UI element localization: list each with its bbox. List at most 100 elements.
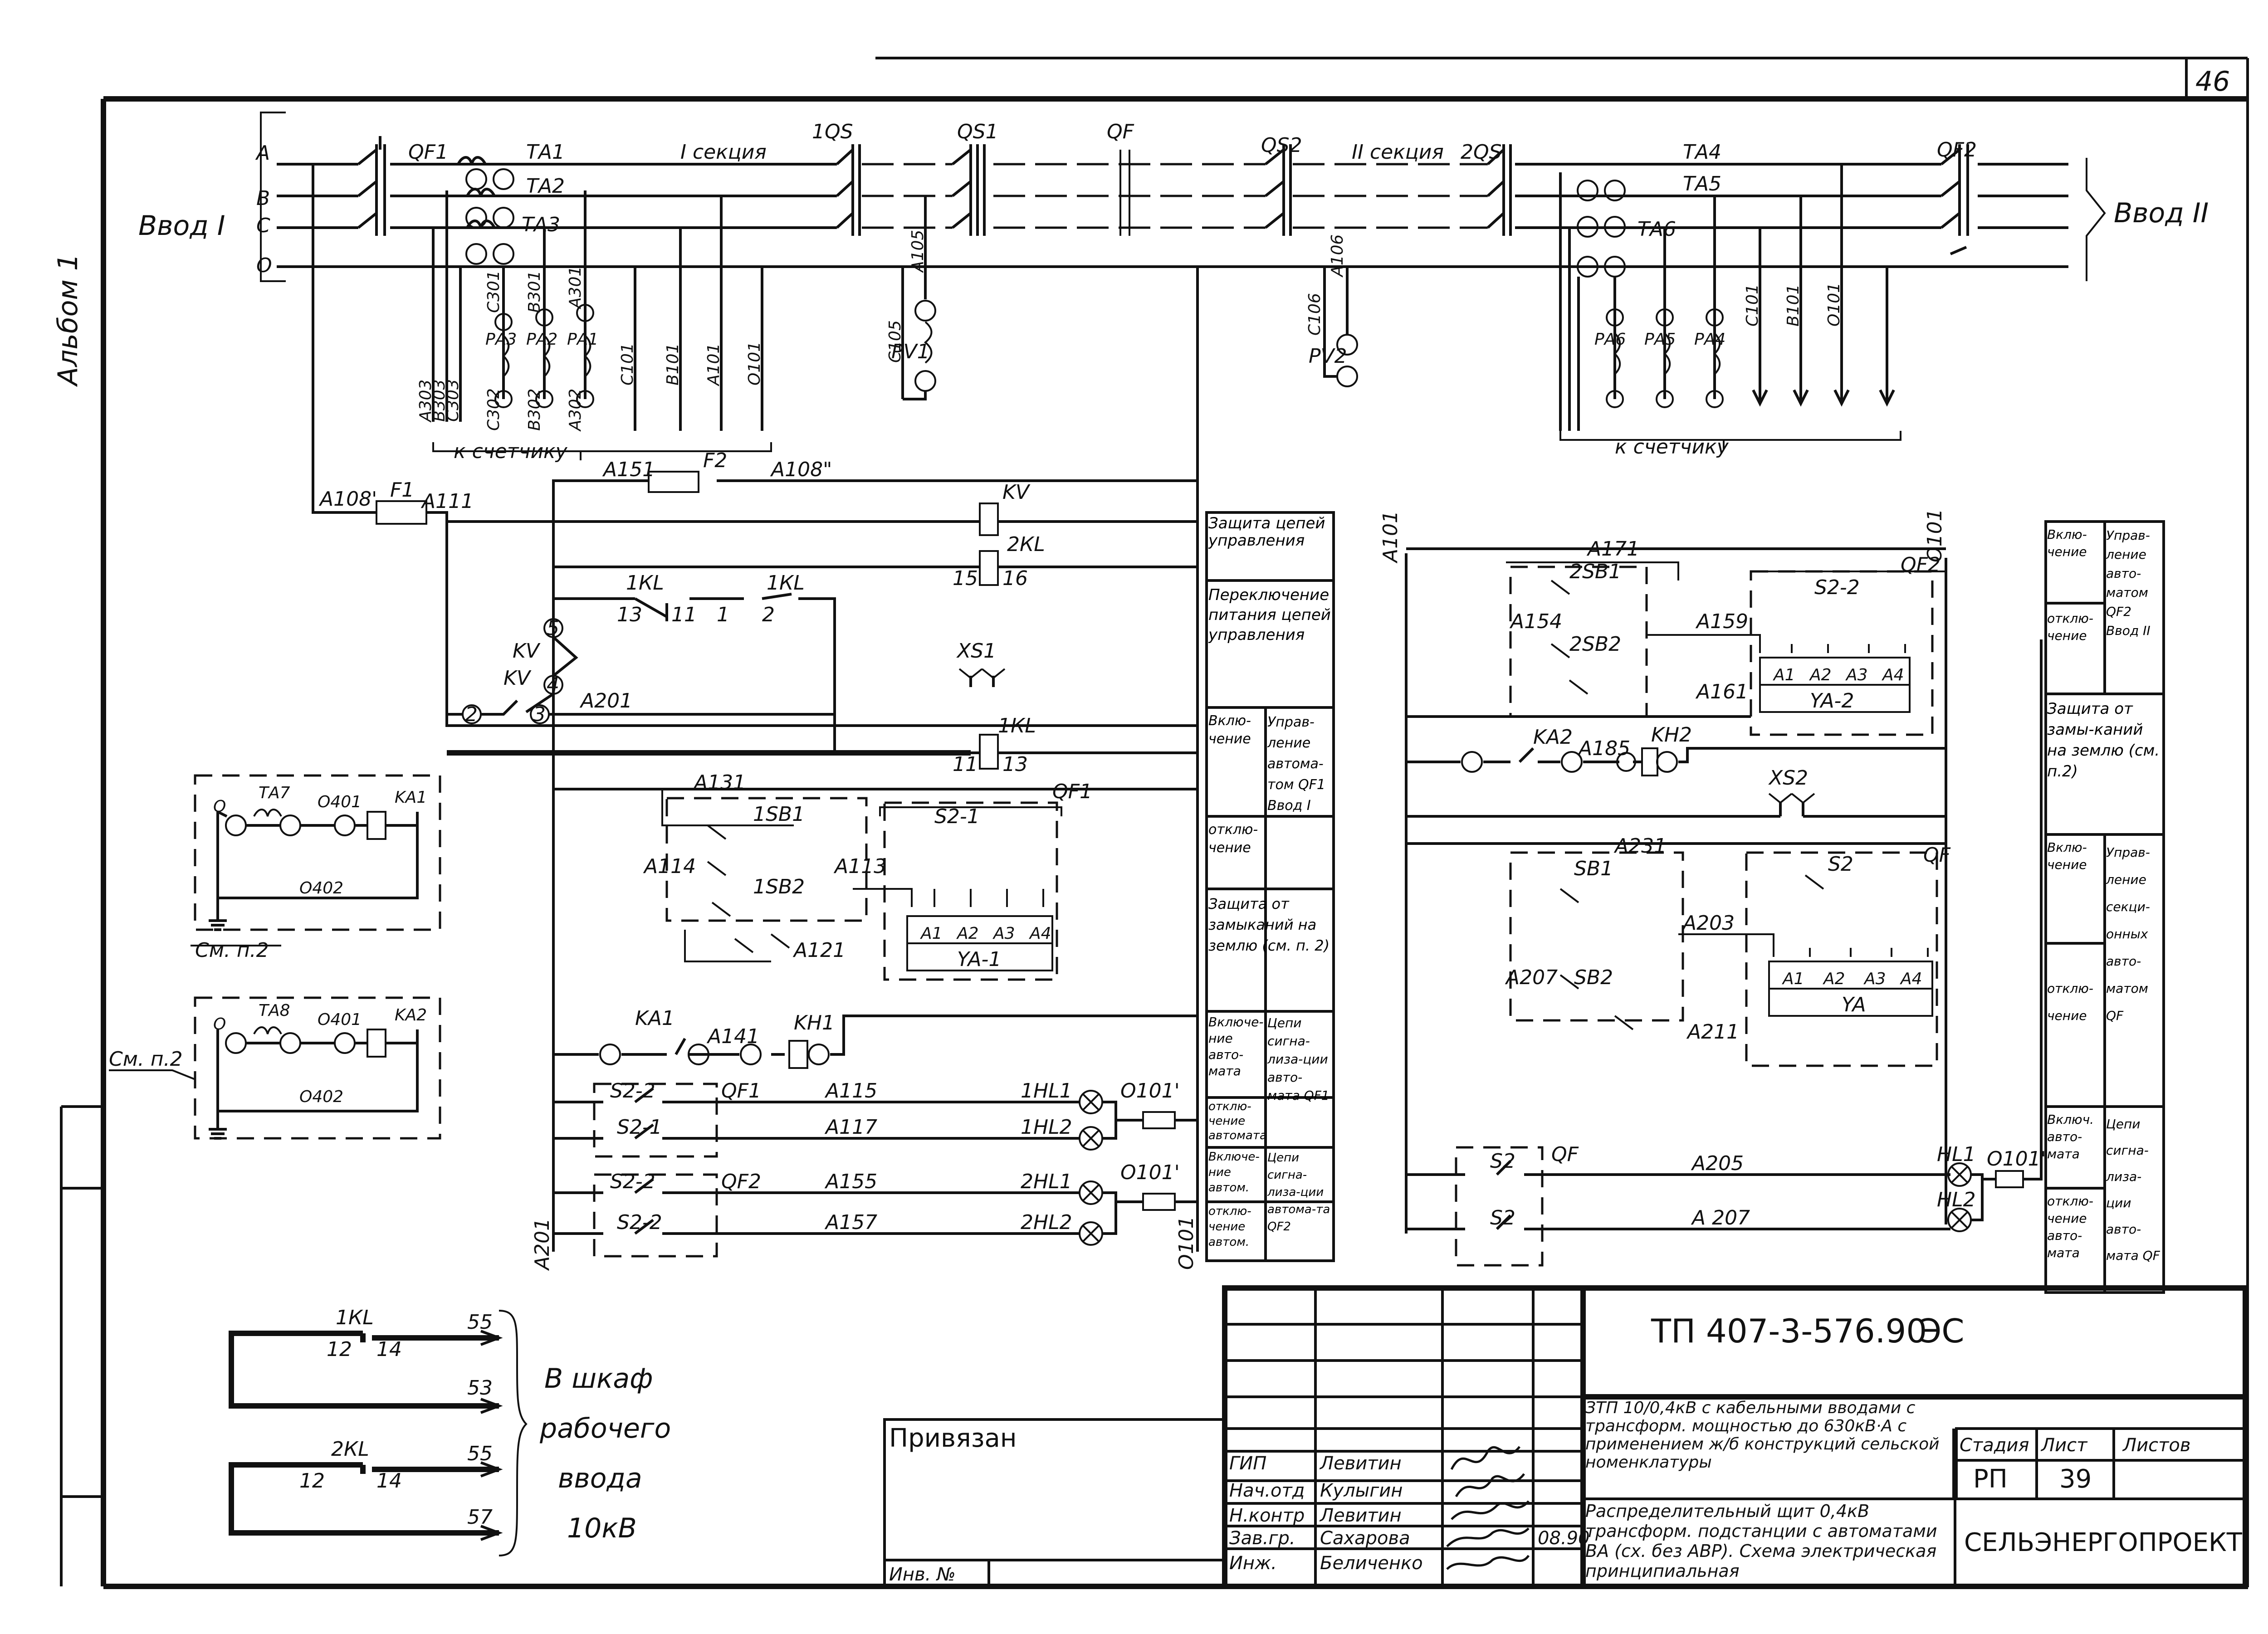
o101-rail-label: О101: [1175, 1216, 1198, 1270]
c302-label: С302: [484, 388, 503, 431]
a105-label: А105: [909, 230, 927, 273]
ya1-label: YA-1: [957, 948, 1001, 971]
to-meter-1-label: к счетчику: [454, 440, 568, 463]
ta7-label: ТА7: [259, 784, 290, 802]
a101-rail-label: А101: [1379, 511, 1402, 564]
name-1: Левитин: [1319, 1453, 1402, 1474]
kv-coil-label: KV: [1002, 481, 1031, 504]
c106-label: С106: [1305, 293, 1324, 336]
input-1-label: Ввод I: [138, 210, 225, 242]
doc-mark: ЭС: [1919, 1312, 1965, 1350]
name-3: Левитин: [1319, 1505, 1402, 1526]
stage-label: Стадия: [1960, 1435, 2029, 1456]
c301-label: С301: [484, 270, 503, 313]
title-block: ТП 407-3-576.90 ЭС Привязан Инв. № ГИП Н…: [883, 1285, 2248, 1589]
a185-label: А185: [1577, 737, 1630, 760]
a131-label: А131: [693, 771, 746, 794]
ft-left-row-9: отклю-чение автом.: [1208, 1205, 1251, 1249]
a157-label: А157: [824, 1211, 877, 1234]
ft-left-row-1: Защита цепей управления: [1208, 515, 1325, 550]
sheet-label: Лист: [2040, 1435, 2088, 1456]
bottom-n53: 53: [467, 1376, 493, 1400]
b303-label: В303: [430, 380, 449, 422]
a155-label: А155: [824, 1170, 877, 1193]
ft-left-row-6a: Включе-ние авто-мата: [1208, 1015, 1264, 1078]
to-meter-2-label: к счетчику: [1615, 435, 1729, 458]
s2-2-sig-label-b: S2-2: [610, 1170, 655, 1193]
ct-group-left: к счетчику РА3 РА2 РА1 С301 В301 А301 С3…: [416, 156, 772, 463]
lamp-2hl1: [1079, 1180, 1103, 1205]
input-2-label: Ввод II: [2114, 197, 2209, 229]
pv1-label: PV1: [891, 340, 930, 363]
ya2-terminal-a3: А3: [1845, 666, 1868, 684]
a151-label: А151: [602, 458, 655, 481]
contact-16: 16: [1002, 567, 1028, 590]
a111-label: А111: [420, 490, 474, 513]
ya2-terminal-a1: А1: [1773, 666, 1795, 684]
caption-line-2: рабочего: [539, 1413, 671, 1444]
aux-ka2-label: KA2: [395, 1006, 427, 1024]
ya2-terminal-a4: А4: [1882, 666, 1904, 684]
lamp-2hl2: [1079, 1221, 1103, 1246]
qf-sig-label: QF: [1551, 1143, 1579, 1166]
qs1-label: QS1: [957, 120, 998, 143]
ft-left-row-3a: Вклю-чение: [1208, 713, 1251, 747]
ft-left-row-8b: Цепи сигна-лиза-ции автома-та QF2: [1267, 1151, 1330, 1234]
k1kl-contact-label-b: 1КL: [767, 571, 805, 595]
power-buses: Ввод I А В С О Ввод I: [138, 112, 2209, 282]
contact-13: 13: [617, 603, 642, 626]
sb1-label: SB1: [1574, 857, 1613, 880]
name-4: Сахарова: [1320, 1528, 1410, 1549]
contact-11: 11: [671, 603, 697, 626]
ft-right-row-1a: Вклю-чение: [2047, 527, 2087, 559]
a154-label: А154: [1509, 610, 1562, 633]
2sb1-label: 2SB1: [1569, 560, 1621, 583]
ya1-terminal-a1: А1: [920, 924, 943, 943]
role-5: Инж.: [1229, 1553, 1277, 1574]
b302-label: В302: [525, 389, 544, 431]
c303-label: С303: [444, 379, 462, 422]
pv2-label: PV2: [1309, 345, 1347, 368]
a115-label: А115: [824, 1079, 877, 1102]
control-circuit-left: А108' F1 А111 А151 F2 А108" А201 О101 KV…: [312, 164, 1199, 1271]
s2-sig-label-a: S2: [1490, 1150, 1515, 1173]
section-2-label: II секция: [1352, 141, 1444, 164]
pa4-label: РА4: [1694, 330, 1725, 349]
project-title: ЗТП 10/0,4кВ с кабельными вводами с тран…: [1585, 1399, 1940, 1472]
node-2: 2: [465, 703, 478, 726]
kh2-label: KH2: [1651, 723, 1692, 746]
a201-label: А201: [579, 689, 632, 712]
xs1-label: XS1: [956, 639, 996, 663]
a117-label: А117: [824, 1116, 877, 1139]
q2s-label: 2QS: [1461, 141, 1502, 164]
sign-date: 08.90: [1538, 1528, 1590, 1549]
ct-group-right: к счетчику РА6 РА5 РА4 С101 В101 О101: [1559, 164, 1901, 458]
k2kl-coil-label: 2КL: [1007, 533, 1045, 556]
phase-a-label: А: [255, 141, 270, 165]
a141-label: А141: [706, 1025, 759, 1048]
ya1-terminal-a3: А3: [992, 924, 1015, 943]
lamp-hl2: [1947, 1208, 1972, 1232]
qs2-label: QS2: [1261, 134, 1302, 157]
ft-left-row-8a: Включе-ние автом.: [1208, 1150, 1260, 1195]
ya-terminal-a2: А2: [1823, 970, 1845, 988]
ya-terminal-a4: А4: [1900, 970, 1922, 988]
name-5: Беличенко: [1320, 1553, 1423, 1574]
bottom-contacts: 1КL 12 14 55 53 2КL 12 14 55 57 В шкаф р…: [229, 1306, 671, 1556]
ka1-ctrl-label: KA1: [635, 1007, 675, 1030]
node-4: 4: [547, 673, 559, 697]
signatures: [1446, 1446, 1530, 1570]
contact-1: 1: [717, 603, 729, 626]
ft-left-row-5: Защита от замыканий на землю (см. п. 2): [1208, 895, 1330, 954]
ya2-terminal-a2: А2: [1809, 666, 1832, 684]
function-table-left: Защита цепей управления Переключение пит…: [1205, 511, 1335, 1262]
f1-label: F1: [390, 478, 414, 502]
bottom-n57: 57: [467, 1506, 493, 1529]
bottom-n55a: 55: [467, 1311, 493, 1334]
o101-right-rail-label: О101: [1923, 508, 1946, 562]
aux-circuit-ka2: О ТА8 О401 KA2 О402 См. п.2: [109, 996, 441, 1140]
album-label: Альбом 1: [52, 254, 84, 387]
aux1-o401-label: О401: [318, 793, 362, 811]
ta3-label: ТА3: [522, 213, 560, 236]
ya-terminal-a1: А1: [1782, 970, 1804, 988]
